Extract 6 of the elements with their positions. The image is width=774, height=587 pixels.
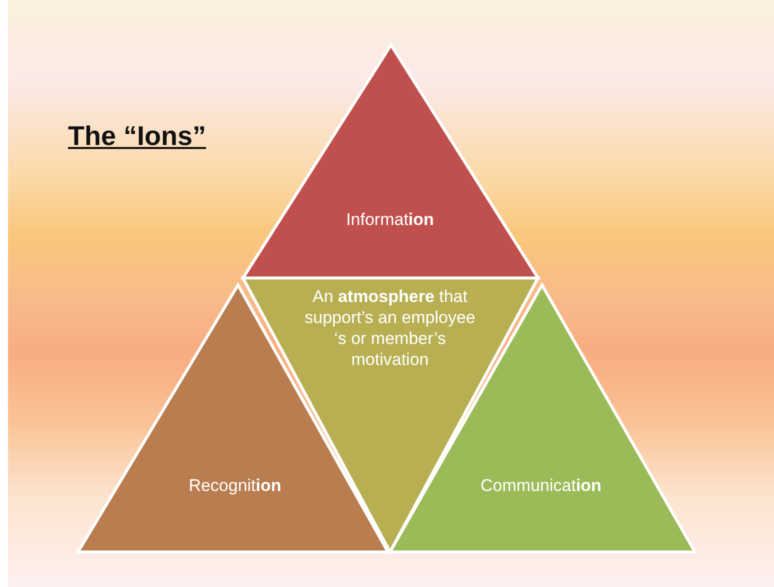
triangle-label: An atmosphere that support’s an employee ‘s or member’s motivation [304,286,476,370]
triangle-label: Recognition [188,475,282,496]
title: The “Ions” [68,121,206,152]
triangle-label: Information [345,209,435,230]
triangle-label: Communication [480,475,602,496]
triangle [243,45,538,278]
